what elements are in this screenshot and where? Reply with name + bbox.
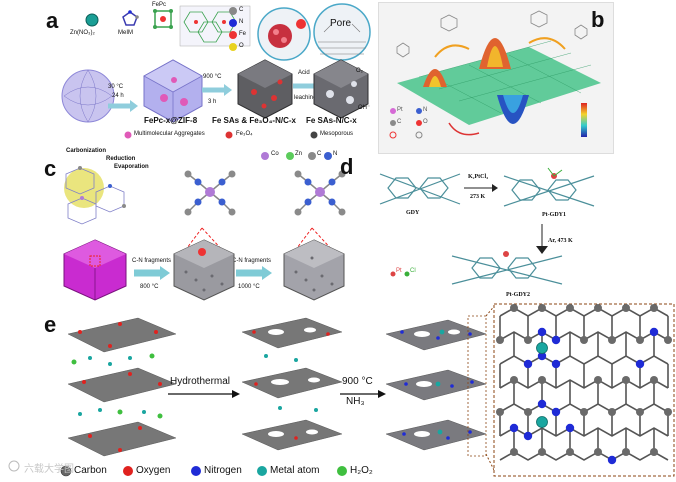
arrow-a1 xyxy=(108,100,138,112)
zif-polyhedron xyxy=(60,238,130,302)
name-fe-sas-fe3o4: Fe SAs & Fe₃O₄-N/C-x xyxy=(212,116,296,125)
panel-label-b: b xyxy=(591,7,604,33)
label-k2ptcl4: K₂PtCl₄ xyxy=(468,174,488,180)
fepc-icon xyxy=(150,6,176,32)
c-step1: C-N fragments xyxy=(132,258,171,264)
meim-icon xyxy=(120,10,140,30)
reagent-fepc: FePc xyxy=(152,2,166,8)
panel-e: e Hydrothermal xyxy=(0,304,676,482)
arrow-c1 xyxy=(134,266,170,280)
cond-24h: 24 h xyxy=(112,93,124,99)
c-step2: C-N fragments xyxy=(232,258,271,264)
atom-c-c: C xyxy=(317,151,321,157)
legend-mesoporous-icon xyxy=(310,131,318,139)
panel-a: a Zn(NO₃)₂ MeIM FePc C N Fe xyxy=(0,0,372,150)
e-step-900c: 900 °C xyxy=(342,376,373,387)
atom-n-c: N xyxy=(333,151,337,157)
atom-c: C xyxy=(239,7,243,13)
panel-d: d GDY K₂PtCl₄ 273 K Pt-GDY1 Ar, 473 K xyxy=(376,154,676,304)
arrow-e1 xyxy=(168,390,240,398)
label-pt-gdy2: Pt-GDY2 xyxy=(506,292,530,298)
e-step-hydrothermal: Hydrothermal xyxy=(170,376,230,387)
watermark: 六载大学图 xyxy=(24,460,74,475)
pt-gdy2-sheet xyxy=(452,248,562,288)
atom-o-b: O xyxy=(423,119,428,125)
panel-label-d: d xyxy=(340,154,353,180)
zn-nitrate-icon xyxy=(84,12,104,32)
atom-o: O xyxy=(239,43,244,49)
label-pt-gdy1: Pt-GDY1 xyxy=(542,212,566,218)
pore-label: Pore xyxy=(330,18,351,29)
atomic-lattice-zoom xyxy=(494,304,674,476)
cond-900c: 900 °C xyxy=(203,74,221,80)
label-ar-473k: Ar, 473 K xyxy=(548,238,573,244)
label-gdy: GDY xyxy=(406,210,419,216)
atom-fe: Fe xyxy=(239,31,246,37)
legend-cl: Cl xyxy=(410,268,416,274)
label-carbonization: Carbonization xyxy=(66,148,106,154)
c-step2-temp: 1000 °C xyxy=(238,284,260,290)
fe3o4-zoom-circle xyxy=(256,6,312,62)
panel-label-e: e xyxy=(44,312,56,338)
legend-carbon: Carbon xyxy=(74,465,107,476)
panel-c: c Carbonization Reduction Evaporation Co… xyxy=(0,154,372,312)
atom-zn: Zn xyxy=(295,151,302,157)
legend-metal-atom: Metal atom xyxy=(270,465,319,476)
zif-lattice-inset xyxy=(60,164,130,228)
atom-n: N xyxy=(239,19,243,25)
pt-gdy1-sheet xyxy=(504,166,594,210)
arrow-d1 xyxy=(464,184,498,192)
legend-oxygen: Oxygen xyxy=(136,465,170,476)
atom-pt-b: Pt xyxy=(397,107,403,113)
co-n-c-particle-2 xyxy=(282,228,346,302)
go-sheet-stack xyxy=(60,312,180,472)
cond-acid: Acid xyxy=(298,70,310,76)
panel-label-c: c xyxy=(44,156,56,182)
label-reduction: Reduction xyxy=(106,156,135,162)
name-fepc-zif8: FePc-x@ZIF-8 xyxy=(144,116,197,125)
atom-co: Co xyxy=(271,151,279,157)
oh-label: OH⁻ xyxy=(358,104,370,111)
cond-3h: 3 h xyxy=(208,99,216,105)
reagent-meim: MeIM xyxy=(118,30,133,36)
porous-sheet-stack xyxy=(236,314,346,464)
zif8-dodecahedron xyxy=(140,58,206,124)
co-n4-molecule-1 xyxy=(180,168,240,218)
legend-h2o2: H₂O₂ xyxy=(350,465,373,476)
o2-label: O₂ xyxy=(356,68,363,74)
legend-pt: Pt xyxy=(396,268,402,274)
legend-fe3o4-icon xyxy=(224,131,234,139)
watermark-logo-icon xyxy=(6,460,22,472)
zif-sphere xyxy=(60,68,116,124)
legend-aggregates: Multimolecular Aggregates xyxy=(134,131,205,137)
label-273k: 273 K xyxy=(470,194,485,200)
c-step1-temp: 800 °C xyxy=(140,284,158,290)
legend-aggregates-icon xyxy=(124,131,132,139)
panel-b: b Pt N C O xyxy=(378,2,614,154)
legend-fe3o4: Fe₃O₄ xyxy=(236,131,253,137)
legend-mesoporous: Mesoporous xyxy=(320,131,353,137)
pore-zoom-circle xyxy=(312,2,372,62)
atom-n-b: N xyxy=(423,107,427,113)
arrow-c2 xyxy=(236,266,272,280)
panel-label-a: a xyxy=(46,8,58,34)
arrow-a2 xyxy=(202,84,232,96)
n-doped-sheet-stack xyxy=(382,314,492,464)
co-n-c-particle-1 xyxy=(172,228,236,302)
reagent-zn: Zn(NO₃)₂ xyxy=(70,30,95,36)
e-step-nh3: NH₃ xyxy=(346,396,365,407)
legend-nitrogen: Nitrogen xyxy=(204,465,242,476)
cond-30c: 30 °C xyxy=(108,84,123,90)
name-fe-sas: Fe SAs-N/C-x xyxy=(306,116,357,125)
atom-c-b: C xyxy=(397,119,401,125)
fe-sas-fe3o4-particle xyxy=(234,58,296,120)
gdy-sheet xyxy=(380,168,460,208)
